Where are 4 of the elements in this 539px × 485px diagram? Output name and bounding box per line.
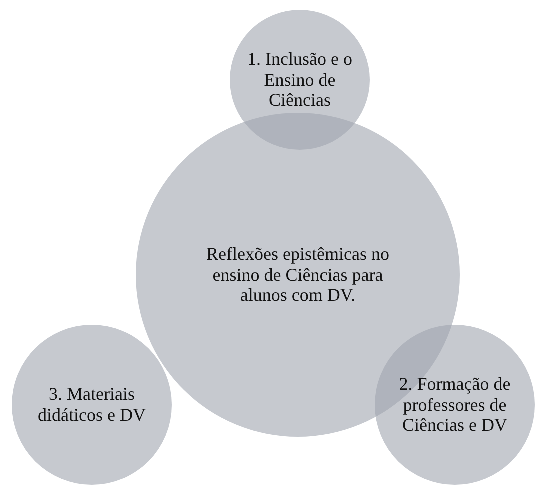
topic-label: 2. Formação de professores de Ciências e DV: [398, 374, 512, 436]
topic-label: 1. Inclusão e o Ensino de Ciências: [246, 48, 354, 112]
topic-label: Reflexões epistêmicas no ensino de Ciências para alunos com DV.: [206, 244, 390, 306]
topic-label: 3. Materiais didáticos e DV: [37, 384, 147, 426]
